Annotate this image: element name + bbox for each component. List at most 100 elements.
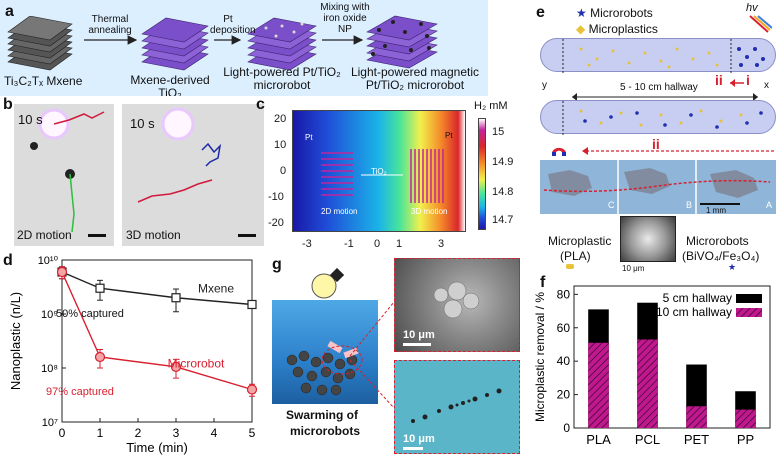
x-tick-label: 0 xyxy=(59,426,66,440)
y-tick-label: 10⁷ xyxy=(42,417,58,429)
pt-tio2-stack-graphic xyxy=(247,17,317,71)
bar-10cm-pcl xyxy=(637,339,658,428)
photo-strip: C B A 1 mm xyxy=(540,160,776,215)
microrobot-star-icon: ★ xyxy=(728,262,737,272)
c-xtick-1: 1 xyxy=(396,238,403,250)
photo-label-a: A xyxy=(766,200,773,210)
y-tick-label: 40 xyxy=(557,354,571,368)
magnet-icon xyxy=(552,147,566,156)
caption-2d-motion: 2D motion xyxy=(17,228,72,242)
arrow-label-ii: ii xyxy=(715,72,723,88)
c-ytick-20: 20 xyxy=(274,113,287,125)
c-xtick-m1: -1 xyxy=(344,238,354,250)
sem-scale-label: 10 μm xyxy=(403,329,435,341)
chart-d-frame xyxy=(61,259,253,423)
data-point xyxy=(246,384,258,395)
colorbar xyxy=(478,118,486,230)
stage-magnetic: Light-powered magnetic Pt/TiO₂ microrobo… xyxy=(350,65,480,92)
annot-mxene-captured: 50% captured xyxy=(56,308,124,320)
c-ytick-m20: -20 xyxy=(268,217,284,229)
microplastic-label: Microplastic xyxy=(548,234,612,248)
series-label-mxene: Mxene xyxy=(198,281,234,295)
light-source-icon xyxy=(749,15,772,33)
mxene-stack-graphic xyxy=(7,16,73,71)
swarming-caption-line1: Swarming of xyxy=(286,408,359,422)
y-tick-label: 20 xyxy=(557,388,571,402)
swarm-illustration xyxy=(272,300,378,404)
arrow-i-to-ii xyxy=(730,79,744,87)
panel-a: a Therma xyxy=(0,0,488,96)
annot-robot-captured: 97% captured xyxy=(46,386,114,398)
panel-label-c: c xyxy=(256,96,265,113)
pt-label-right: Pt xyxy=(445,131,453,140)
x-tick-label: PLA xyxy=(586,432,611,447)
y-tick-label: 60 xyxy=(557,321,571,335)
simulation-heatmap: Pt Pt TiO₂ 2D motion 3D motion xyxy=(292,110,466,232)
photo-label-c: C xyxy=(608,200,615,210)
y-axis-label: Microplastic removal / % xyxy=(533,292,547,422)
photo-scale-label: 1 mm xyxy=(706,206,726,215)
c-ytick-m10: -10 xyxy=(268,191,284,203)
x-tick-label: PCL xyxy=(635,432,660,447)
x-axis-label: Time (min) xyxy=(126,440,188,455)
x-end-label: x xyxy=(764,80,769,91)
time-stamp-3d: 10 s xyxy=(130,116,155,131)
light-bulb-icon xyxy=(311,268,344,299)
series-label-microrobot: Microrobot xyxy=(168,356,225,370)
microplastic-sub: (PLA) xyxy=(560,249,591,263)
y-end-label: y xyxy=(542,80,547,91)
legend-label-5cm: 5 cm hallway xyxy=(663,291,732,305)
panel-label-b: b xyxy=(3,96,13,113)
arrow-thermal-annealing: Thermal annealing xyxy=(88,14,132,36)
cbar-tick-14-9: 14.9 xyxy=(492,156,514,168)
y-tick-label: 10⁹ xyxy=(41,309,58,321)
legend-microrobots-label: Microrobots xyxy=(590,6,653,20)
x-tick-label: 2 xyxy=(135,426,142,440)
x-tick-label: 5 xyxy=(249,426,256,440)
arrow-pt-deposition: Pt deposition xyxy=(210,14,256,36)
arrow-mixing-iron-oxide: Mixing with iron oxide NP xyxy=(320,2,370,35)
panel-label-f: f xyxy=(540,274,546,291)
microplastic-swatch xyxy=(566,264,574,269)
stage-pt-tio2: Light-powered Pt/TiO₂ microrobot xyxy=(223,65,341,92)
panel-label-a: a xyxy=(5,3,14,20)
bar-10cm-pp xyxy=(735,409,756,428)
x-tick-label: PP xyxy=(737,432,754,447)
zoom-micrograph xyxy=(620,216,676,262)
c-ytick-10: 10 xyxy=(274,139,287,151)
motion-image-3d: 10 s 3D motion xyxy=(122,104,264,246)
x-tick-label: PET xyxy=(684,432,709,447)
arrow-label-ii-lower: ii xyxy=(652,136,660,152)
sem-image: 10 μm xyxy=(394,258,520,352)
y-tick-label: 10⁸ xyxy=(41,363,58,375)
x-tick-label: 1 xyxy=(97,426,104,440)
hv-label: hv xyxy=(746,2,758,14)
arrow-label-i: i xyxy=(746,72,750,88)
magnetic-pull-arrow xyxy=(582,147,774,155)
motion-image-2d: 10 s 2D motion xyxy=(14,104,114,246)
c-ytick-0: 0 xyxy=(280,165,287,177)
series-line-microrobot xyxy=(61,271,253,391)
microrobots-label: Microrobots xyxy=(686,234,749,248)
colorbar-unit: H₂ mM xyxy=(474,100,508,112)
hallway-length-arrow xyxy=(572,93,758,101)
cbar-tick-15: 15 xyxy=(492,126,505,138)
y-axis-label: Nanoplastic (n/L) xyxy=(8,292,23,390)
cbar-tick-14-8: 14.8 xyxy=(492,186,514,198)
data-point xyxy=(247,299,257,310)
bar-10cm-pla xyxy=(588,342,609,428)
tio2-stack-graphic xyxy=(141,17,209,71)
motion-2d-label: 2D motion xyxy=(321,207,358,216)
c-xtick-0: 0 xyxy=(374,238,381,250)
x-tick-label: 3 xyxy=(173,426,180,440)
tio2-label: TiO₂ xyxy=(371,167,387,176)
data-point xyxy=(170,361,182,372)
zoom-connectors xyxy=(349,301,395,409)
hallway-tube-bottom xyxy=(540,100,776,135)
cbar-tick-14-7: 14.7 xyxy=(492,214,514,226)
y-tick-label: 0 xyxy=(563,421,570,435)
data-point xyxy=(171,293,181,303)
y-tick-label: 10¹⁰ xyxy=(38,255,59,267)
pt-label-left: Pt xyxy=(305,133,313,142)
